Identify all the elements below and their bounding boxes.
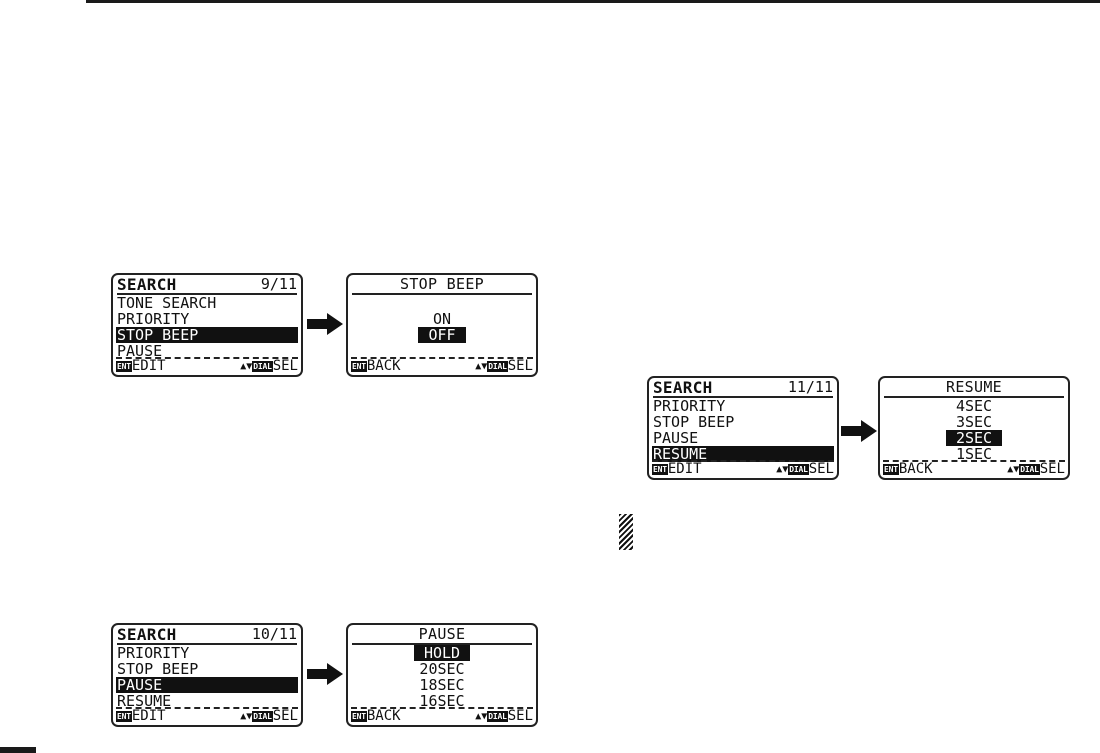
page-corner-mark [0, 747, 36, 753]
option-item: 4SEC [955, 397, 993, 415]
dial-key-icon: DIAL [252, 361, 273, 372]
lcd-title: SEARCH [117, 625, 177, 644]
lcd-search-menu-resume: SEARCH 11/11 PRIORITY STOP BEEP PAUSE RE… [647, 376, 839, 480]
up-down-arrow-icon: ▲▼ [475, 711, 488, 722]
lcd-title: RESUME [946, 378, 1002, 396]
menu-item-selected: STOP BEEP [116, 327, 298, 343]
lcd-title: STOP BEEP [400, 275, 484, 293]
menu-item-selected: RESUME [652, 446, 834, 462]
option-item-selected: 2SEC [883, 430, 1065, 446]
menu-item: STOP BEEP [653, 413, 735, 431]
menu-item: TONE SEARCH [117, 294, 217, 312]
option-item: 1SEC [955, 445, 993, 463]
menu-item: PRIORITY [117, 644, 190, 662]
lcd-title: SEARCH [117, 275, 177, 294]
option-item: 18SEC [419, 676, 465, 694]
note-hatch-icon [619, 514, 633, 550]
lcd-resume-options: RESUME 4SEC 3SEC 2SEC 1SEC ENTBACK ▲▼DIA… [878, 376, 1070, 480]
ent-key-icon: ENT [351, 711, 367, 722]
menu-item: PRIORITY [117, 310, 190, 328]
option-item-selected: HOLD [351, 645, 533, 661]
up-down-arrow-icon: ▲▼ [240, 361, 253, 372]
option-item: ON [432, 310, 452, 328]
menu-item: STOP BEEP [117, 660, 199, 678]
ent-key-icon: ENT [116, 711, 132, 722]
menu-item: PAUSE [653, 429, 699, 447]
up-down-arrow-icon: ▲▼ [240, 711, 253, 722]
lcd-stop-beep-options: STOP BEEP ON OFF ENTBACK ▲▼DIALSEL [346, 273, 538, 377]
menu-item: PRIORITY [653, 397, 726, 415]
footer-left-label: EDIT [667, 461, 702, 477]
footer-right-label: SEL [507, 708, 533, 724]
right-arrow-icon [841, 420, 877, 442]
lcd-search-menu-pause: SEARCH 10/11 PRIORITY STOP BEEP PAUSE RE… [111, 623, 303, 727]
option-item: 16SEC [419, 692, 465, 710]
footer-right-label: SEL [808, 461, 834, 477]
lcd-page-number: 11/11 [787, 378, 833, 396]
menu-item: PAUSE [117, 342, 163, 360]
lcd-pause-options: PAUSE HOLD 20SEC 18SEC 16SEC ENTBACK ▲▼D… [346, 623, 538, 727]
dial-key-icon: DIAL [252, 711, 273, 722]
lcd-page-number: 9/11 [260, 275, 297, 293]
option-item: 3SEC [955, 413, 993, 431]
right-arrow-icon [307, 663, 343, 685]
option-item-selected: OFF [351, 327, 533, 343]
footer-left-label: BACK [366, 358, 401, 374]
ent-key-icon: ENT [883, 464, 899, 475]
ent-key-icon: ENT [116, 361, 132, 372]
footer-right-label: SEL [272, 708, 298, 724]
dial-key-icon: DIAL [788, 464, 809, 475]
lcd-title: PAUSE [418, 625, 466, 643]
up-down-arrow-icon: ▲▼ [1007, 464, 1020, 475]
option-item [351, 295, 533, 311]
footer-left-label: EDIT [131, 708, 166, 724]
footer-right-label: SEL [1039, 461, 1065, 477]
footer-left-label: BACK [898, 461, 933, 477]
up-down-arrow-icon: ▲▼ [776, 464, 789, 475]
dial-key-icon: DIAL [487, 711, 508, 722]
footer-right-label: SEL [507, 358, 533, 374]
ent-key-icon: ENT [351, 361, 367, 372]
lcd-page-number: 10/11 [251, 625, 297, 643]
footer-right-label: SEL [272, 358, 298, 374]
footer-left-label: EDIT [131, 358, 166, 374]
dial-key-icon: DIAL [1019, 464, 1040, 475]
right-arrow-icon [307, 313, 343, 335]
menu-item-selected: PAUSE [116, 677, 298, 693]
dial-key-icon: DIAL [487, 361, 508, 372]
page-top-rule [86, 0, 1100, 3]
menu-item: RESUME [117, 692, 172, 710]
up-down-arrow-icon: ▲▼ [475, 361, 488, 372]
option-item: 20SEC [419, 660, 465, 678]
lcd-title: SEARCH [653, 378, 713, 397]
lcd-search-menu-stop-beep: SEARCH 9/11 TONE SEARCH PRIORITY STOP BE… [111, 273, 303, 377]
ent-key-icon: ENT [652, 464, 668, 475]
footer-left-label: BACK [366, 708, 401, 724]
